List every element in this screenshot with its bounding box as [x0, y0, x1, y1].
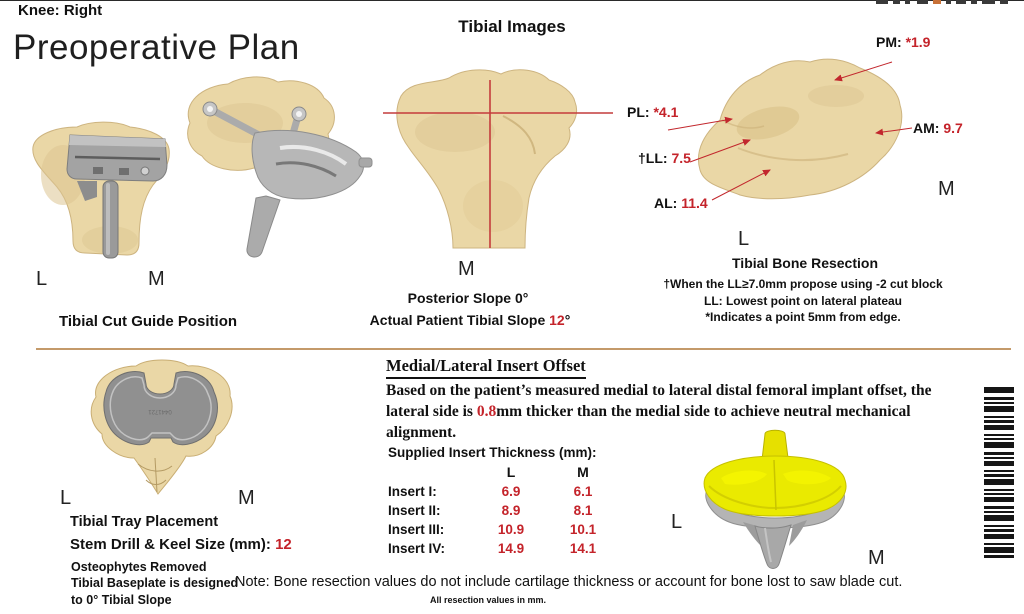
- insert-row-value-l: 8.9: [501, 503, 521, 518]
- actual-slope-text: Actual Patient Tibial Slope 12°: [369, 312, 571, 328]
- annotation-ll: †LL: 7.5: [638, 150, 691, 166]
- resection-medial-label: M: [938, 178, 955, 200]
- insert-row-name: Insert IV:: [388, 541, 446, 556]
- insert-row-name: Insert III:: [388, 522, 445, 537]
- insert-thickness-table-title: Supplied Insert Thickness (mm):: [388, 445, 597, 460]
- cut-guide-caption: Tibial Cut Guide Position: [58, 313, 238, 330]
- insert-row-name: Insert II:: [388, 503, 441, 518]
- tray-note-baseplate-1: Tibial Baseplate is designed: [71, 576, 239, 590]
- insert-row-value-l: 10.9: [497, 522, 525, 537]
- insert-row-value-m: 8.1: [573, 503, 593, 518]
- tray-note-osteophytes: Osteophytes Removed: [71, 560, 207, 574]
- tray-caption: Tibial Tray Placement: [70, 514, 219, 530]
- resection-footnote-3: *Indicates a point 5mm from edge.: [705, 310, 901, 324]
- tray-note-baseplate-2: to 0° Tibial Slope: [71, 593, 172, 607]
- cut-guide-medial-label: M: [148, 268, 165, 290]
- barcode: [984, 387, 1014, 558]
- implant-medial-label: M: [868, 547, 885, 569]
- tibia-top-rotation-guide-image: [187, 76, 373, 258]
- insert-table-col-l: L: [506, 464, 516, 480]
- insert-offset-heading: Medial/Lateral Insert Offset: [386, 356, 586, 379]
- tibial-images-heading: Tibial Images: [458, 17, 566, 36]
- insert-row-value-m: 10.1: [569, 522, 597, 537]
- knee-side-label: Knee: Right: [18, 2, 103, 19]
- insert-row-name: Insert I:: [388, 484, 437, 499]
- resection-note: Note: Bone resection values do not inclu…: [235, 574, 903, 590]
- insert-row-value-m: 6.1: [573, 484, 593, 499]
- implant-lateral-label: L: [671, 511, 683, 533]
- insert-row-value-l: 14.9: [497, 541, 525, 556]
- insert-row-value-m: 14.1: [569, 541, 597, 556]
- annotation-pm: PM: *1.9: [876, 34, 931, 50]
- tibial-tray-placement-image: 0441721: [90, 359, 233, 495]
- svg-text:0441721: 0441721: [148, 408, 172, 414]
- posterior-slope-text: Posterior Slope 0°: [407, 290, 529, 306]
- insert-table-col-m: M: [577, 464, 589, 480]
- cut-guide-lateral-label: L: [36, 268, 48, 290]
- clipped-logo: [876, 0, 1008, 4]
- resection-units-note: All resection values in mm.: [429, 595, 547, 605]
- tibial-implant-image: [703, 429, 847, 569]
- annotation-am: AM: 9.7: [913, 120, 963, 136]
- tibia-front-cut-guide-image: [32, 121, 170, 259]
- resection-lateral-label: L: [738, 228, 750, 250]
- insert-row-value-l: 6.9: [501, 484, 521, 499]
- stem-drill-keel-size: Stem Drill & Keel Size (mm): 12: [70, 536, 292, 553]
- page-title: Preoperative Plan: [13, 28, 300, 67]
- insert-offset-paragraph: Based on the patient’s measured medial t…: [386, 382, 932, 441]
- page-top-border: [0, 0, 1024, 1]
- annotation-al: AL: 11.4: [654, 195, 708, 211]
- tray-lateral-label: L: [60, 487, 72, 509]
- resection-footnote-1: †When the LL≥7.0mm propose using -2 cut …: [663, 277, 943, 291]
- slope-medial-label: M: [458, 258, 475, 280]
- section-divider: [36, 348, 1011, 350]
- tray-medial-label: M: [238, 487, 255, 509]
- resection-footnote-2: LL: Lowest point on lateral plateau: [703, 294, 902, 308]
- annotation-pl: PL: *4.1: [627, 104, 679, 120]
- tibia-side-slope-image: [383, 69, 613, 249]
- tibial-resection-image: [667, 58, 913, 201]
- resection-caption: Tibial Bone Resection: [732, 255, 878, 271]
